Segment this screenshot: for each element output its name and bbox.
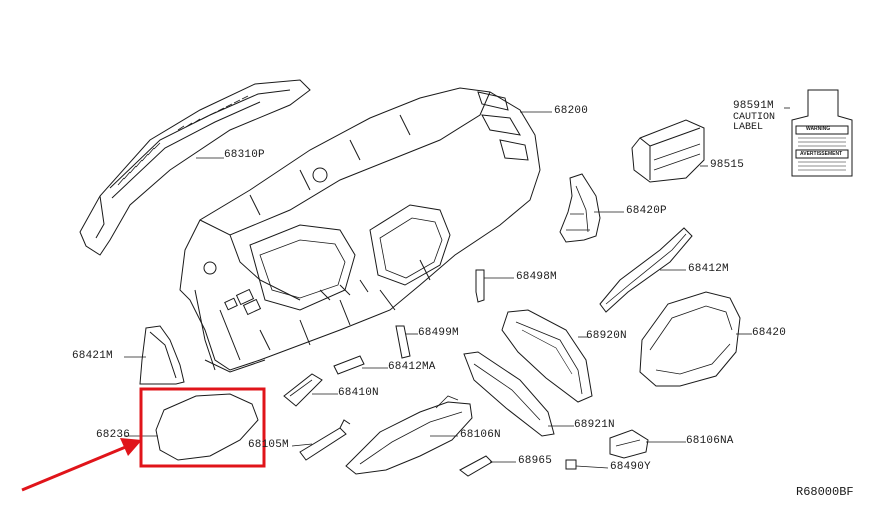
sticker-avertissement-text: AVERTISSEMENT xyxy=(800,151,843,157)
caution-label-line2: LABEL xyxy=(733,122,764,133)
cover-bracket-part xyxy=(283,373,323,407)
clip-bracket-part xyxy=(459,455,493,477)
small-clip-part xyxy=(565,459,577,470)
side-lid-left-part xyxy=(139,325,185,385)
highlight-box xyxy=(139,387,266,468)
glovebox-inner-part xyxy=(463,351,555,437)
instrument-panel-part xyxy=(179,87,541,373)
part-label-98515: 98515 xyxy=(710,159,745,171)
bracket-part xyxy=(395,325,411,359)
part-label-68106N: 68106N xyxy=(460,429,501,441)
part-label-68412M: 68412M xyxy=(688,263,729,275)
cluster-lid-part xyxy=(639,291,741,387)
caution-label-line1: CAUTION xyxy=(733,112,776,123)
part-label-68106NA: 68106NA xyxy=(686,435,734,447)
part-label-68499M: 68499M xyxy=(418,327,459,339)
part-label-98591M: 98591M xyxy=(733,100,774,112)
part-label-68490Y: 68490Y xyxy=(610,461,651,473)
diagram-code: R68000BF xyxy=(796,485,854,499)
clip-part xyxy=(475,269,485,303)
part-label-68236: 68236 xyxy=(96,429,131,441)
knee-protector-part xyxy=(155,393,259,461)
part-label-68498M: 68498M xyxy=(516,271,557,283)
part-label-68412MA: 68412MA xyxy=(388,361,436,373)
airbag-module-part xyxy=(631,119,705,183)
part-label-68420: 68420 xyxy=(752,327,787,339)
part-label-68421M: 68421M xyxy=(72,350,113,362)
part-label-68410N: 68410N xyxy=(338,387,379,399)
part-label-68920N: 68920N xyxy=(586,330,627,342)
lower-cover-right-part xyxy=(609,429,649,459)
part-label-68965: 68965 xyxy=(518,455,553,467)
part-label-68420P: 68420P xyxy=(626,205,667,217)
sticker-warning-text: WARNING xyxy=(806,126,831,132)
leader-lines xyxy=(124,107,790,469)
caution-label-sticker xyxy=(791,89,853,177)
glovebox-lid-part xyxy=(501,309,593,403)
part-label-68921N: 68921N xyxy=(574,419,615,431)
lower-cover-part xyxy=(345,395,473,475)
part-label-68200: 68200 xyxy=(554,105,589,117)
pillar-trim-part xyxy=(599,227,693,313)
defroster-grille-part xyxy=(79,79,311,256)
part-label-68310P: 68310P xyxy=(224,149,265,161)
highlight-arrow xyxy=(21,438,142,492)
brace-part xyxy=(299,419,351,461)
lower-strip-part xyxy=(333,355,365,375)
part-label-68105M: 68105M xyxy=(248,439,289,451)
side-ornament-part xyxy=(559,173,601,243)
